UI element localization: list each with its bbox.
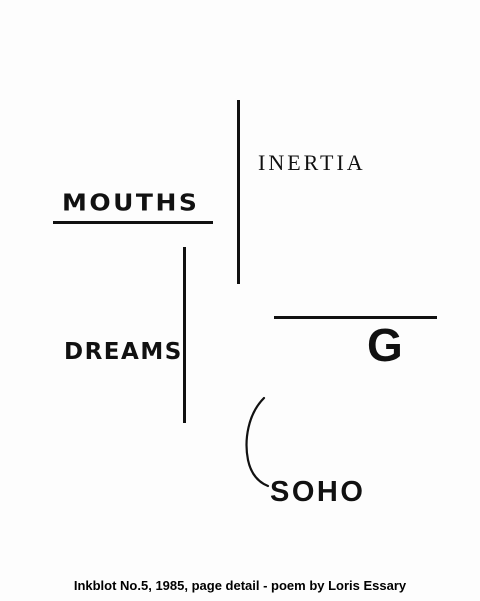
letter-g: G [367,319,403,371]
word-mouths: MOUTHS [62,189,200,216]
word-inertia: INERTIA [258,150,366,175]
open-parenthesis-mark [245,396,270,488]
figure-caption: Inkblot No.5, 1985, page detail - poem b… [73,578,407,593]
vertical-rule-top [237,100,240,284]
vertical-rule-middle [183,247,186,423]
horizontal-rule-under-mouths [53,221,213,224]
horizontal-rule-over-g [274,316,437,319]
word-soho: SOHO [270,476,366,508]
word-dreams: DREAMS [64,339,183,365]
